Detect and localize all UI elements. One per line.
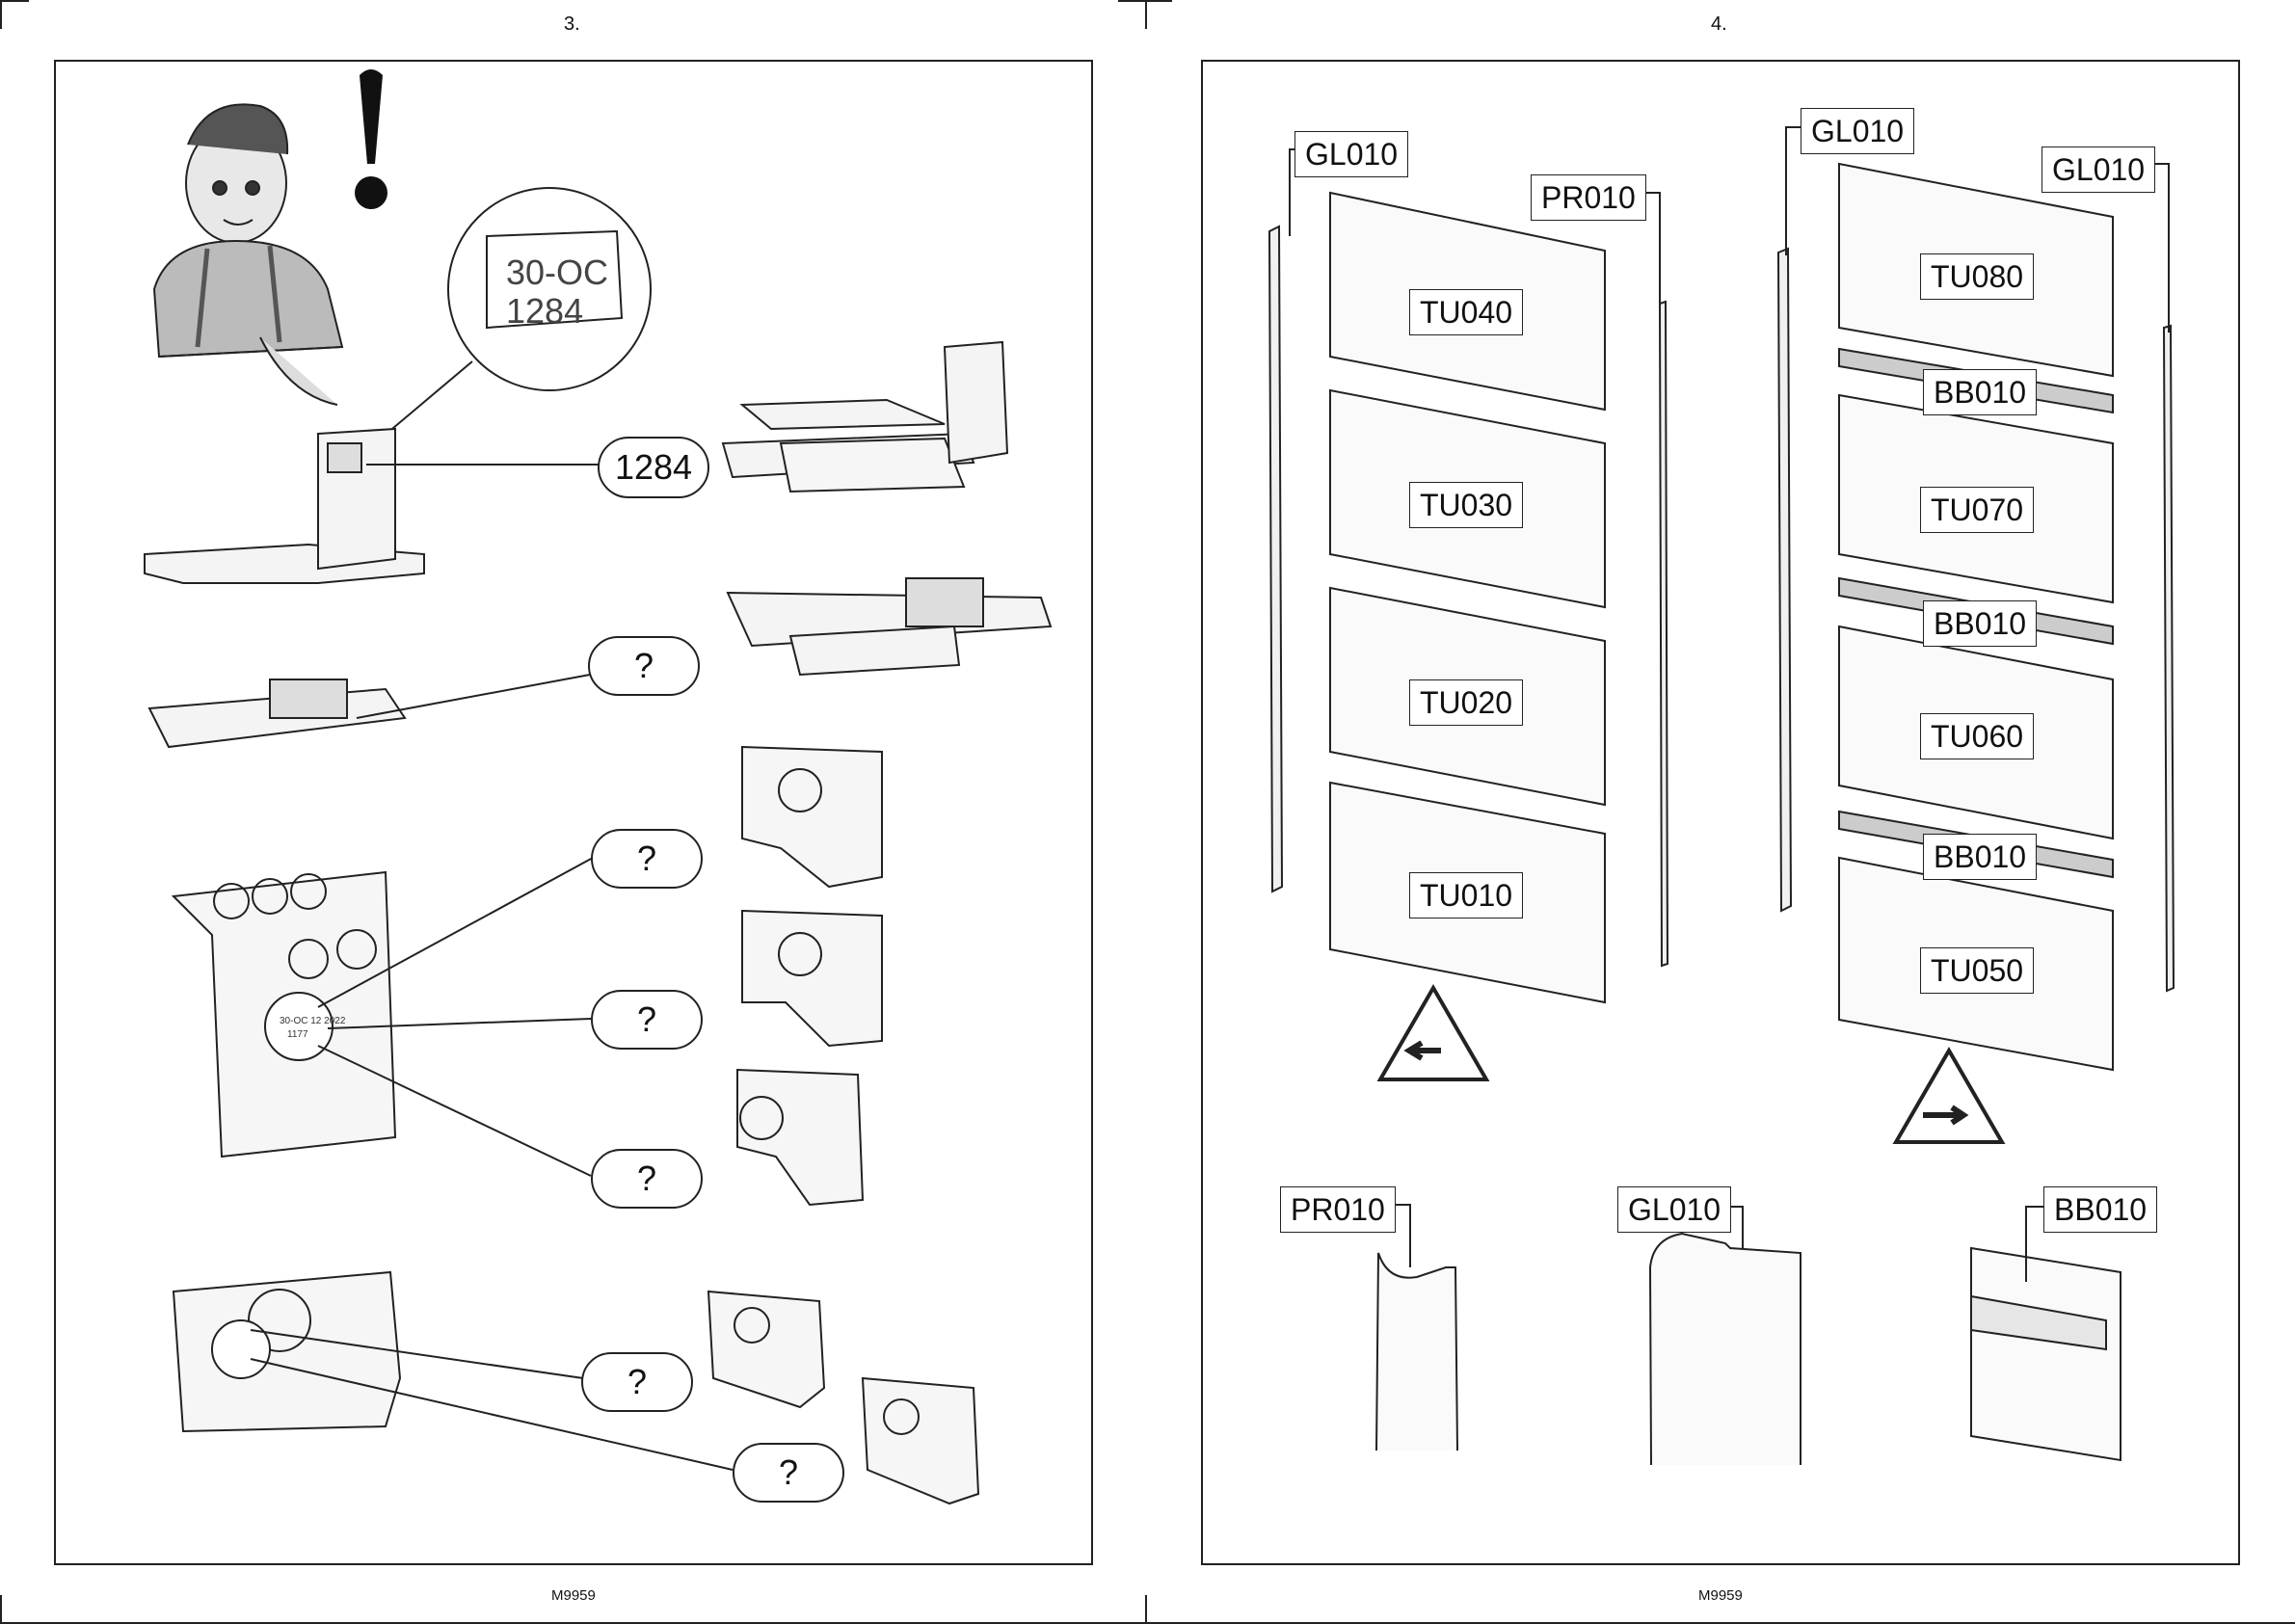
panel-label-tu080: TU080 — [1920, 253, 2034, 300]
label-gl010-right: GL010 — [2041, 146, 2155, 193]
panel-label-tu040: TU040 — [1409, 289, 1523, 335]
panel-label-tu020: TU020 — [1409, 679, 1523, 726]
profile-label-bb010: BB010 — [2043, 1186, 2157, 1233]
profile-label-gl010: GL010 — [1617, 1186, 1731, 1233]
bar-label-bb010-3: BB010 — [1923, 834, 2037, 880]
label-gl010-left: GL010 — [1294, 131, 1408, 177]
panel-label-tu030: TU030 — [1409, 482, 1523, 528]
panel-label-tu060: TU060 — [1920, 713, 2034, 759]
panel-label-tu050: TU050 — [1920, 947, 2034, 994]
panel-label-tu010: TU010 — [1409, 872, 1523, 918]
bar-label-bb010-1: BB010 — [1923, 369, 2037, 415]
label-pr010-top: PR010 — [1531, 174, 1646, 221]
bar-label-bb010-2: BB010 — [1923, 600, 2037, 647]
panel-label-tu070: TU070 — [1920, 487, 2034, 533]
profile-label-pr010: PR010 — [1280, 1186, 1396, 1233]
label-gl010-mid: GL010 — [1801, 108, 1914, 154]
